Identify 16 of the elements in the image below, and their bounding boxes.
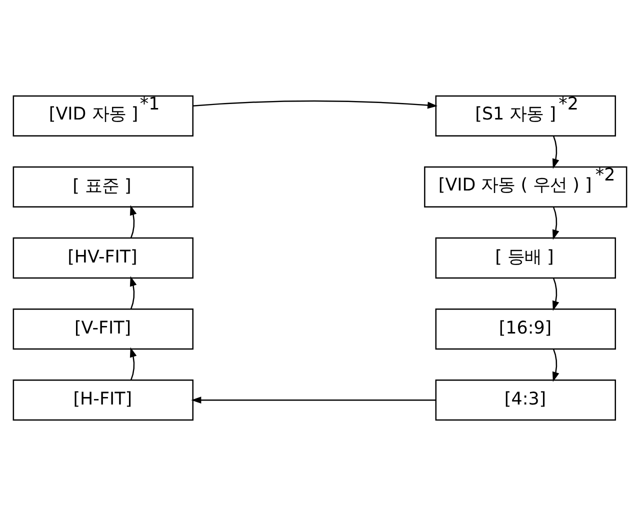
arrow (130, 204, 137, 238)
node-box: [HV-FIT] (12, 236, 194, 278)
arrow (130, 346, 137, 380)
node-box: [ 표준 ] (12, 166, 194, 208)
node-box: [16:9] (435, 308, 616, 350)
arrow (552, 206, 560, 240)
node-box: [4:3] (435, 379, 616, 420)
arrow (130, 276, 137, 309)
arrow (552, 348, 560, 382)
node-box: [ 등배 ] (435, 236, 616, 278)
node-box: [H-FIT] (12, 379, 194, 420)
node-box: [V-FIT] (12, 308, 194, 350)
arrow (552, 135, 560, 168)
arrow (191, 396, 436, 404)
arrow (552, 277, 560, 310)
arrow (193, 100, 438, 108)
